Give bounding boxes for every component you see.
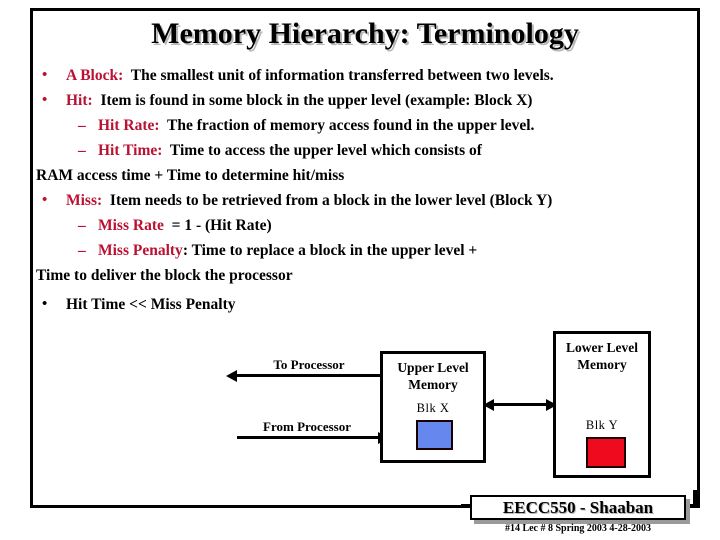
footer-course-label: EECC550 - Shaaban <box>502 497 654 517</box>
continuation-ram-access-time: RAM access time + Time to determine hit/… <box>36 163 696 188</box>
sub-bullet-text-miss-penalty: : Time to replace a block in the upper l… <box>182 242 478 259</box>
sub-bullet-item-hit-time: – Hit Time: Time to access the upper lev… <box>36 138 696 163</box>
slide-body: • A Block: The smallest unit of informat… <box>36 63 696 317</box>
lower-level-memory-label-line2: Memory <box>577 357 627 372</box>
continuation-deliver-block: Time to deliver the block the processor <box>36 263 696 288</box>
bullet-term-a-block: A Block: <box>66 67 124 84</box>
sub-bullet-item-miss-rate: – Miss Rate = 1 - (Hit Rate) <box>36 213 696 238</box>
footer-course-box: EECC550 - Shaaban <box>470 495 686 520</box>
sub-bullet-term-hit-rate: Hit Rate: <box>98 117 160 134</box>
bullet-item-a-block: • A Block: The smallest unit of informat… <box>36 63 696 88</box>
blk-x-block <box>416 420 453 450</box>
interlevel-arrow-line <box>491 403 549 406</box>
sub-bullet-item-miss-penalty: – Miss Penalty: Time to replace a block … <box>36 238 696 263</box>
bullet-item-hit: • Hit: Item is found in some block in th… <box>36 88 696 113</box>
sub-bullet-term-miss-penalty: Miss Penalty <box>98 242 183 259</box>
lower-level-memory-label-line1: Lower Level <box>565 340 639 355</box>
bullet-text-a-block: The smallest unit of information transfe… <box>130 67 554 84</box>
dash-marker: – <box>78 242 86 259</box>
blk-y-label: Blk Y <box>585 418 619 432</box>
blk-y-block <box>586 437 626 468</box>
footer-tab-right <box>686 504 697 508</box>
blk-x-label: Blk X <box>416 401 450 415</box>
sub-bullet-item-hit-rate: – Hit Rate: The fraction of memory acces… <box>36 113 696 138</box>
sub-bullet-term-miss-rate: Miss Rate <box>98 217 164 234</box>
footer-meta-label: #14 Lec # 8 Spring 2003 4-28-2003 <box>504 523 652 534</box>
upper-level-memory-label: Upper Level Memory <box>383 359 483 393</box>
upper-level-memory-label-line1: Upper Level <box>397 360 469 375</box>
upper-level-memory-label-line2: Memory <box>408 377 458 392</box>
lower-level-memory-label: Lower Level Memory <box>556 339 648 373</box>
footer-tab-corner <box>693 490 697 508</box>
from-processor-arrow-line <box>237 436 381 439</box>
bullet-text-miss: Item needs to be retrieved from a block … <box>109 192 553 209</box>
dash-marker: – <box>78 142 86 159</box>
bullet-marker: • <box>42 296 48 312</box>
dash-marker: – <box>78 217 86 234</box>
continuation-text: RAM access time + Time to determine hit/… <box>36 167 345 184</box>
sub-bullet-term-hit-time: Hit Time: <box>98 142 163 159</box>
arrow-right-icon <box>546 398 557 411</box>
bullet-item-hit-time-vs-miss-penalty: • Hit Time << Miss Penalty <box>36 292 696 317</box>
bullet-term-hit: Hit: <box>66 92 93 109</box>
sub-bullet-text-miss-rate: = 1 - (Hit Rate) <box>171 217 272 234</box>
bullet-text-hit: Item is found in some block in the upper… <box>100 92 533 109</box>
upper-level-memory-box: Upper Level Memory Blk X <box>380 351 486 463</box>
to-processor-arrow-line <box>237 374 381 377</box>
continuation-text: Time to deliver the block the processor <box>36 267 293 284</box>
bullet-marker: • <box>42 92 48 108</box>
arrow-left-icon <box>483 398 494 411</box>
bullet-marker: • <box>42 67 48 83</box>
bullet-item-miss: • Miss: Item needs to be retrieved from … <box>36 188 696 213</box>
from-processor-label: From Processor <box>263 419 351 434</box>
to-processor-label: To Processor <box>273 357 345 372</box>
footer-tab-left <box>461 504 472 508</box>
bullet-term-miss: Miss: <box>66 192 103 209</box>
lower-level-memory-box: Lower Level Memory Blk Y <box>553 331 651 478</box>
page-title: Memory Hierarchy: Terminology <box>151 17 579 50</box>
sub-bullet-text-hit-time: Time to access the upper level which con… <box>169 142 482 159</box>
dash-marker: – <box>78 117 86 134</box>
arrow-left-icon <box>226 369 237 382</box>
sub-bullet-text-hit-rate: The fraction of memory access found in t… <box>167 117 535 134</box>
bullet-text-hit-time-vs-miss-penalty: Hit Time << Miss Penalty <box>66 296 236 313</box>
bullet-marker: • <box>42 192 48 208</box>
